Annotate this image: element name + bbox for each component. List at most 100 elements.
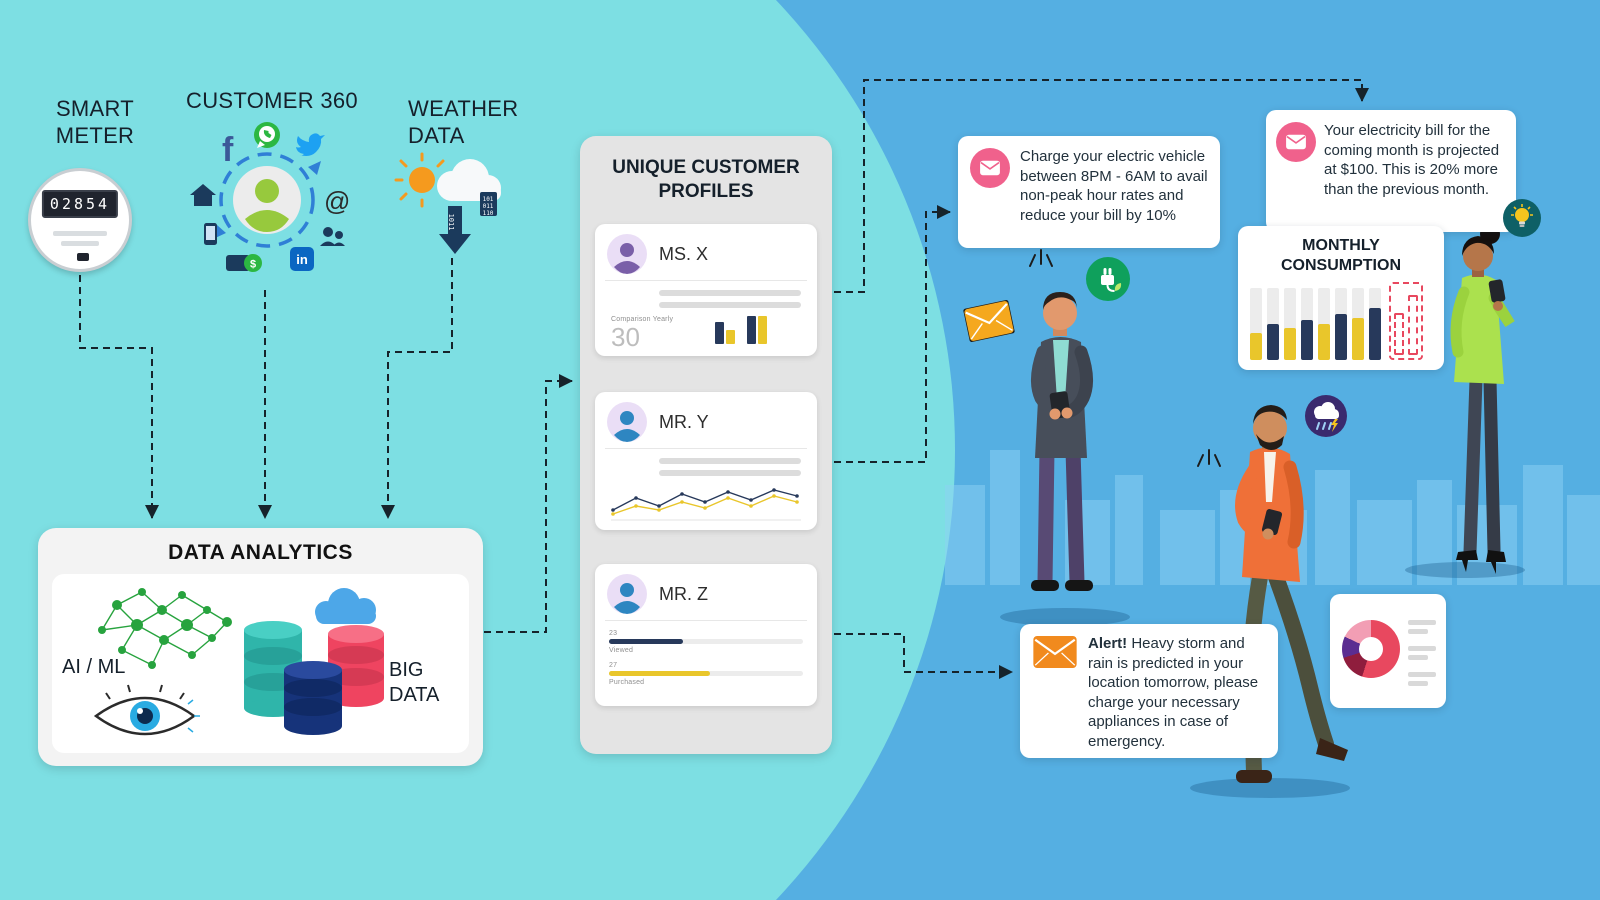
meter-display: 02854: [41, 190, 119, 218]
storm-alert-card: Alert! Heavy storm and rain is predicted…: [1020, 624, 1278, 758]
customer360-icon-cluster: f @ $ in: [190, 122, 350, 272]
smartphone-icon: [204, 223, 217, 245]
avatar-person-icon: [614, 243, 640, 274]
avatar-person-icon: [614, 583, 640, 614]
donut-chart: [1342, 620, 1400, 678]
big-data-icon: [244, 588, 384, 735]
avatar: [607, 402, 647, 442]
ground-shadow: [1190, 778, 1350, 798]
projected-bars: [1389, 282, 1423, 360]
chat-icon: [1276, 122, 1316, 162]
profiles-title: UNIQUE CUSTOMER PROFILES: [612, 157, 800, 202]
monthly-consumption-card: MONTHLY CONSUMPTION: [1238, 226, 1444, 370]
profiles-panel: UNIQUE CUSTOMER PROFILES MS. X Compariso…: [580, 136, 832, 754]
placeholder-line: [659, 458, 801, 464]
weather-icon: 101 011 110 1011: [394, 152, 501, 254]
chat-icon: [970, 148, 1010, 188]
computer-vision-eye-icon: [93, 684, 200, 736]
metric-value: 23: [609, 630, 618, 637]
alert-prefix: Alert!: [1088, 635, 1128, 652]
linkedin-icon: in: [290, 247, 314, 271]
placeholder-line: [659, 290, 801, 296]
home-icon: [190, 184, 216, 206]
donut-legend: [1408, 616, 1436, 690]
metric-bar-fill: [609, 671, 710, 676]
wallet-icon: $: [226, 254, 262, 272]
placeholder-line: [659, 302, 801, 308]
mini-line-chart: [611, 488, 801, 521]
smart-meter-label: SMART METER: [55, 96, 135, 148]
person-icon: [245, 179, 289, 232]
users-icon: [320, 227, 345, 246]
svg-text:$: $: [250, 259, 256, 271]
alert-body: Heavy storm and rain is predicted in you…: [1088, 635, 1259, 750]
profile-name: MS. X: [659, 244, 709, 264]
donut-chart-card: [1330, 594, 1446, 708]
metric-bar-fill: [609, 639, 683, 644]
notification-sparks-icon: [1197, 449, 1221, 467]
binary-block-icon: 101 011 110: [480, 192, 497, 217]
legend-line: [1408, 646, 1436, 651]
placeholder-line: [659, 470, 801, 476]
avatar-person-icon: [614, 411, 640, 442]
cloud-icon: [315, 588, 376, 624]
customer360-label: CUSTOMER 360: [186, 88, 358, 113]
divider: [605, 280, 807, 281]
ev-tip-text: Charge your electric vehicle between 8PM…: [1020, 148, 1208, 224]
avatar: [607, 574, 647, 614]
download-arrow-icon: 1011: [439, 206, 471, 254]
whatsapp-icon: [254, 122, 280, 148]
divider: [605, 620, 807, 621]
twitter-icon: [296, 133, 325, 156]
envelope-icon: [962, 299, 1016, 343]
ground-shadow: [1000, 608, 1130, 626]
ai-ml-label: AI / ML: [62, 656, 126, 678]
ev-tip-card: Charge your electric vehicle between 8PM…: [958, 136, 1220, 248]
ai-brain-network-icon: [98, 588, 232, 669]
legend-line: [1408, 655, 1428, 660]
facebook-icon: f: [222, 131, 234, 169]
weather-data-label: WEATHER DATA: [408, 96, 519, 148]
bill-projection-card: Your electricity bill for the coming mon…: [1266, 110, 1516, 232]
sun-icon: [394, 152, 445, 208]
consumption-bars: [1250, 288, 1381, 360]
phone-icon: [1261, 509, 1283, 535]
person-woman-standing: [1450, 224, 1515, 574]
database-navy-icon: [284, 661, 342, 735]
profile-card-mry: MR. Y: [595, 392, 817, 530]
svg-text:1011: 1011: [447, 214, 455, 231]
avatar: [607, 234, 647, 274]
alert-text: Alert! Heavy storm and rain is predicted…: [1088, 634, 1268, 751]
legend-line: [1408, 681, 1428, 686]
analytics-inner-panel: AI / ML: [52, 574, 469, 753]
mini-chart-value: 30: [611, 322, 640, 352]
mini-chart-label: Comparison Yearly: [611, 316, 674, 323]
at-icon: @: [324, 186, 350, 216]
metric-label: Viewed: [609, 647, 634, 654]
metric-value: 27: [609, 662, 618, 669]
mail-icon: [1033, 636, 1077, 668]
data-analytics-title: DATA ANALYTICS: [168, 541, 353, 564]
profile-name: MR. Y: [659, 412, 709, 432]
divider: [605, 448, 807, 449]
notification-sparks-icon: [1029, 249, 1053, 267]
monthly-consumption-title: MONTHLY CONSUMPTION: [1281, 237, 1401, 274]
svg-text:011: 011: [483, 203, 494, 210]
legend-line: [1408, 629, 1428, 634]
data-analytics-box: DATA ANALYTICS AI / ML: [38, 528, 483, 766]
big-data-label: BIG DATA: [389, 659, 440, 706]
metric-label: Purchased: [609, 679, 645, 686]
person-man-standing: [1031, 292, 1093, 591]
svg-text:101: 101: [483, 196, 494, 203]
mini-bar-chart: [715, 316, 767, 344]
metric-bar-track: [609, 671, 803, 676]
monthly-consumption-chart: [1250, 282, 1432, 360]
phone-icon: [1488, 279, 1506, 303]
svg-text:in: in: [296, 252, 308, 267]
meter-detail-line: [61, 241, 99, 246]
green-energy-plug-icon: [1086, 257, 1130, 301]
legend-line: [1408, 620, 1436, 625]
profile-card-mrz: MR. Z 23 Viewed 27 Purchased: [595, 564, 817, 706]
metric-bar-track: [609, 639, 803, 644]
